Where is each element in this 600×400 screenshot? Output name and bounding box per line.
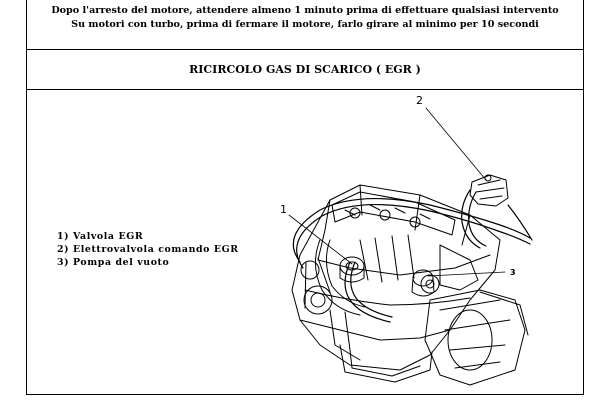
- vacuum-pump-drawing: [411, 269, 435, 297]
- section-title-bar: RICIRCOLO GAS DI SCARICO ( EGR ): [27, 50, 583, 90]
- gearbox-drawing: [424, 289, 529, 386]
- callout-2: 2: [416, 94, 423, 107]
- egr-valve-drawing: [339, 256, 365, 283]
- warning-line-1: Dopo l'arresto del motore, attendere alm…: [51, 5, 559, 16]
- engine-block-drawing: [291, 184, 501, 383]
- callout-1: 1: [280, 203, 287, 216]
- callout-3: 3: [510, 268, 516, 277]
- manual-page: Dopo l'arresto del motore, attendere alm…: [26, 0, 584, 395]
- egr-solenoid-drawing: [469, 174, 509, 207]
- warning-line-2: Su motori con turbo, prima di fermare il…: [71, 19, 539, 30]
- legend-item-egr-solenoid: 2) Elettrovalvola comando EGR: [57, 244, 239, 255]
- callout-leaders: [288, 107, 506, 277]
- vacuum-hoses-drawing: [292, 189, 533, 323]
- legend-item-egr-valve: 1) Valvola EGR: [57, 231, 144, 242]
- parts-legend: 1) Valvola EGR 2) Elettrovalvola comando…: [57, 230, 239, 269]
- legend-item-vacuum-pump: 3) Pompa del vuoto: [57, 257, 170, 268]
- warning-notice: Dopo l'arresto del motore, attendere alm…: [27, 0, 583, 50]
- section-title: RICIRCOLO GAS DI SCARICO ( EGR ): [189, 63, 421, 76]
